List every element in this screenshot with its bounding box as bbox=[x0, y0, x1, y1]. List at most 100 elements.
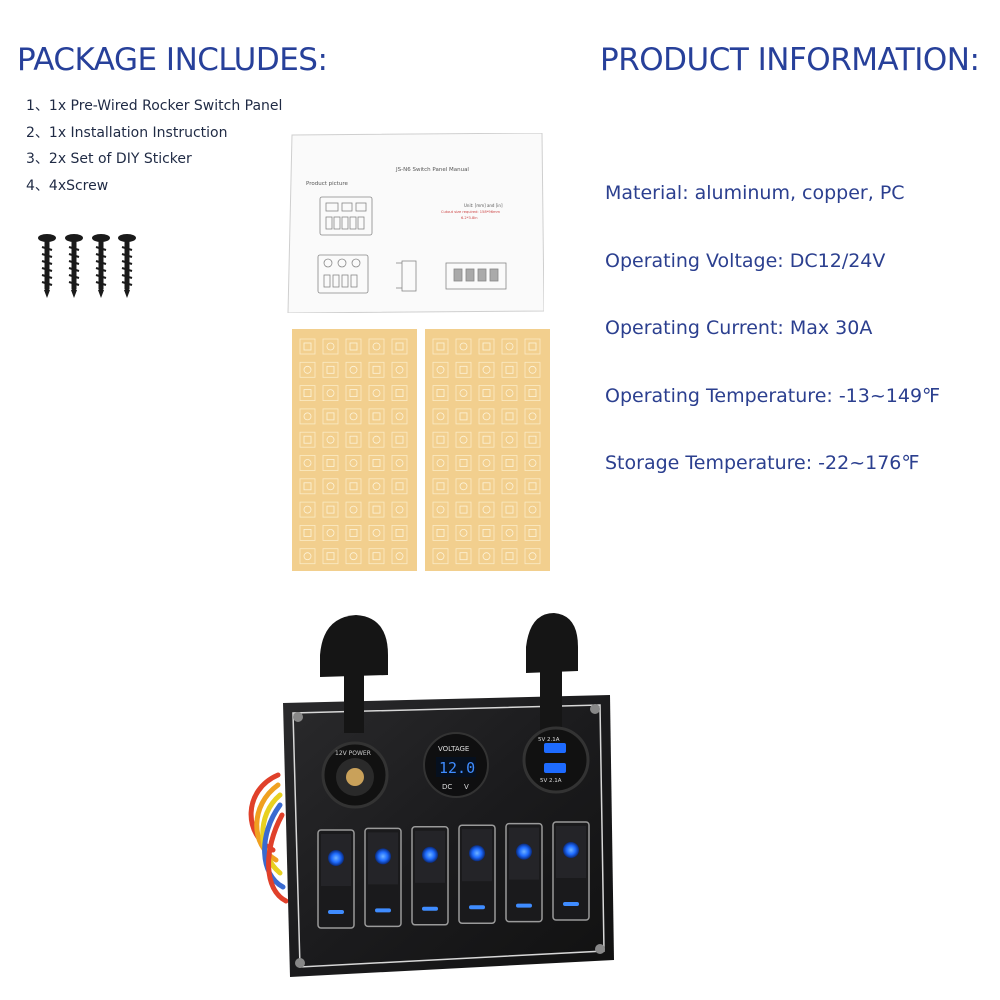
sticker-icon bbox=[322, 501, 339, 518]
sticker-icon bbox=[345, 338, 362, 355]
sticker-icon bbox=[432, 501, 449, 518]
led-indicator-icon bbox=[375, 848, 391, 865]
sticker-icon bbox=[368, 455, 385, 471]
sticker-icon bbox=[368, 524, 385, 541]
sticker-icon bbox=[299, 478, 316, 495]
sticker-icon bbox=[478, 501, 495, 518]
sticker-icon bbox=[432, 431, 449, 448]
package-includes-list: 1、1x Pre-Wired Rocker Switch Panel 2、1x … bbox=[26, 96, 282, 203]
sticker-icon bbox=[299, 408, 316, 425]
spec-operating-current: Operating Current: Max 30A bbox=[605, 317, 873, 339]
sticker-icon bbox=[322, 338, 339, 355]
manual-cutout-in: 6.2*3.8in bbox=[461, 216, 478, 220]
sticker-icon bbox=[501, 431, 518, 448]
rocker-switches bbox=[317, 821, 590, 929]
sticker-icon bbox=[455, 408, 472, 425]
rocker-switch bbox=[317, 829, 355, 929]
sticker-icon bbox=[432, 385, 449, 401]
sticker-icon bbox=[368, 431, 385, 448]
list-item: 1、1x Pre-Wired Rocker Switch Panel bbox=[26, 98, 283, 114]
spec-storage-temperature: Storage Temperature: -22~176℉ bbox=[605, 452, 920, 474]
sticker-icon bbox=[478, 431, 495, 448]
sticker-icon bbox=[391, 408, 408, 425]
sticker-icon bbox=[322, 548, 339, 565]
sticker-icon bbox=[322, 478, 339, 495]
sticker-icon bbox=[368, 338, 385, 355]
sticker-icon bbox=[478, 408, 495, 425]
sticker-icon bbox=[322, 524, 339, 541]
sticker-icon bbox=[501, 408, 518, 425]
sticker-icon bbox=[524, 385, 541, 401]
mounting-holes bbox=[293, 704, 605, 968]
usb-charger: 5V 2.1A 5V 2.1A bbox=[522, 613, 590, 794]
sticker-icon bbox=[391, 455, 408, 471]
sticker-icon bbox=[299, 385, 316, 401]
rocker-switch-panel-image: 12V POWER VOLTAGE 12.0 DC V 5V 2.1A 5V 2… bbox=[248, 613, 614, 977]
voltmeter-label: VOLTAGE bbox=[438, 745, 469, 753]
led-indicator-icon bbox=[328, 850, 344, 866]
sticker-icon bbox=[455, 524, 472, 541]
sticker-icon bbox=[455, 338, 472, 355]
sticker-icon bbox=[501, 455, 518, 471]
sticker-icon bbox=[368, 478, 385, 495]
sticker-icon bbox=[501, 385, 518, 401]
sticker-icon bbox=[368, 408, 385, 425]
rocker-switch bbox=[364, 827, 402, 928]
diy-sticker-sheet-left bbox=[292, 329, 417, 571]
voltmeter-unit-dc: DC bbox=[442, 783, 452, 791]
led-indicator-icon bbox=[516, 843, 532, 860]
sticker-icon bbox=[432, 338, 449, 355]
sticker-icon bbox=[432, 478, 449, 495]
socket-ring-text: 12V POWER bbox=[335, 750, 371, 757]
sticker-icon bbox=[478, 548, 495, 565]
sticker-icon bbox=[391, 431, 408, 448]
sticker-icon bbox=[501, 501, 518, 518]
manual-section-label: Product picture bbox=[306, 181, 348, 187]
sticker-icon bbox=[368, 361, 385, 378]
sticker-icon bbox=[322, 408, 339, 425]
sticker-icon bbox=[391, 338, 408, 355]
sticker-icon bbox=[478, 361, 495, 378]
sticker-icon bbox=[299, 338, 316, 355]
sticker-icon bbox=[524, 478, 541, 495]
screw-icon bbox=[118, 234, 136, 298]
sticker-icon bbox=[299, 361, 316, 378]
spec-operating-voltage: Operating Voltage: DC12/24V bbox=[605, 249, 886, 272]
rocker-switch bbox=[505, 822, 543, 923]
sticker-icon bbox=[345, 524, 362, 541]
package-includes-heading: PACKAGE INCLUDES: bbox=[17, 42, 328, 78]
sticker-icon bbox=[432, 361, 449, 378]
sticker-icon bbox=[391, 548, 408, 565]
sticker-icon bbox=[455, 548, 472, 565]
sticker-icon bbox=[345, 548, 362, 565]
sticker-icon bbox=[322, 385, 339, 401]
installation-manual-image: JS-N6 Switch Panel Manual Product pictur… bbox=[287, 133, 544, 313]
manual-cutout-label: Cutout size required: 158*96mm bbox=[441, 210, 500, 214]
product-specs-list: Material: aluminum, copper, PC Operating… bbox=[605, 178, 940, 516]
sticker-icon bbox=[455, 455, 472, 471]
sticker-icon bbox=[391, 524, 408, 541]
sticker-icon bbox=[299, 501, 316, 518]
sticker-icon bbox=[478, 455, 495, 471]
rocker-switch bbox=[552, 821, 590, 921]
sticker-icon bbox=[524, 431, 541, 448]
led-indicator-icon bbox=[563, 842, 579, 858]
usb-bottom-label: 5V 2.1A bbox=[540, 778, 562, 784]
led-indicator-icon bbox=[469, 845, 485, 862]
sticker-icon bbox=[432, 524, 449, 541]
sticker-icon bbox=[345, 455, 362, 471]
sticker-icon bbox=[478, 338, 495, 355]
sticker-icon bbox=[478, 478, 495, 495]
sticker-icon bbox=[524, 361, 541, 378]
sticker-icon bbox=[432, 408, 449, 425]
screw-icon bbox=[65, 234, 83, 298]
list-item: 3、2x Set of DIY Sticker bbox=[26, 151, 192, 168]
list-item: 4、4xScrew bbox=[26, 178, 109, 195]
voltmeter: VOLTAGE 12.0 DC V bbox=[423, 732, 489, 798]
screws-image bbox=[38, 234, 136, 298]
sticker-icon bbox=[501, 338, 518, 355]
sticker-icon bbox=[345, 431, 362, 448]
screw-icon bbox=[38, 234, 56, 298]
sticker-icon bbox=[501, 478, 518, 495]
sticker-icon bbox=[524, 524, 541, 541]
